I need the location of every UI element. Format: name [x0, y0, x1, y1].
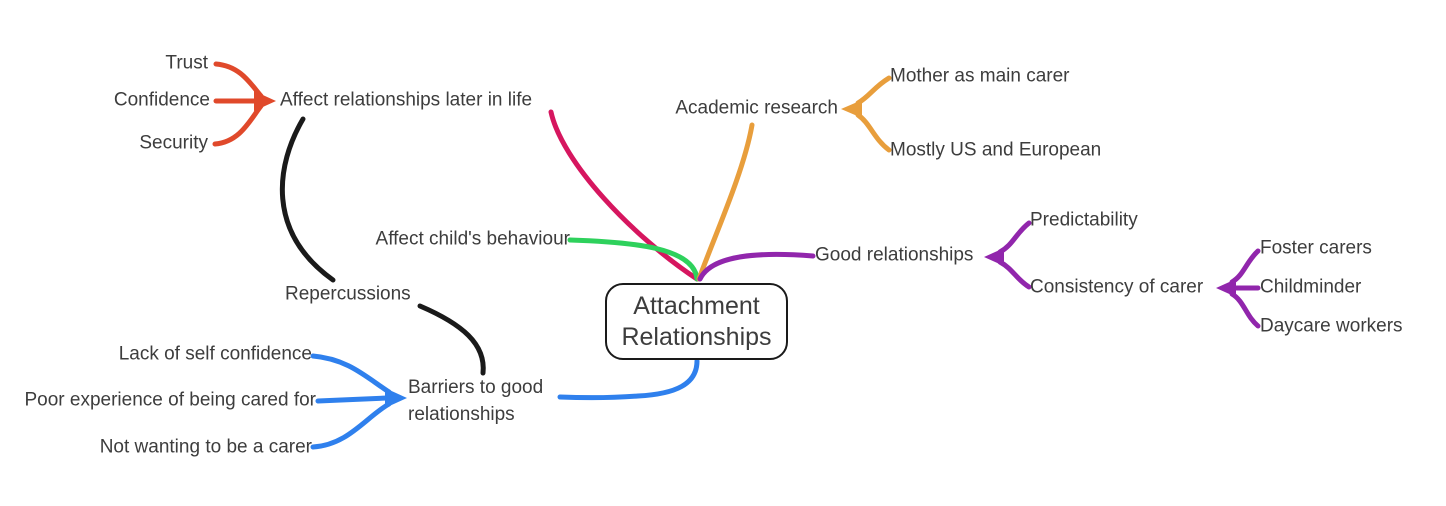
node-good-relationships[interactable]: Good relationships [815, 244, 974, 266]
node-academic-research[interactable]: Academic research [675, 97, 838, 119]
bracket-arrow-barriers [385, 388, 407, 408]
node-affect-childs-behaviour[interactable]: Affect child's behaviour [375, 228, 570, 250]
child-curve-lack-confidence [310, 353, 392, 395]
node-lack-of-self-confidence[interactable]: Lack of self confidence [118, 343, 312, 365]
child-curve-mother [855, 75, 892, 106]
bracket-arrow-affect-later [254, 91, 276, 111]
branch-curve-affect-child [567, 237, 700, 282]
bracket-arrow-academic [841, 100, 862, 118]
branch-curve-barriers [557, 358, 700, 401]
node-confidence[interactable]: Confidence [113, 89, 210, 111]
node-repercussions[interactable]: Repercussions [285, 283, 411, 305]
child-curve-not-wanting [310, 401, 392, 450]
child-curve-trust [213, 61, 264, 99]
node-foster-carers[interactable]: Foster carers [1260, 237, 1372, 259]
child-curve-foster [1229, 248, 1261, 285]
node-not-wanting-to-be-a-carer[interactable]: Not wanting to be a carer [99, 436, 312, 458]
bracket-arrow-consistency [1216, 279, 1236, 297]
child-curve-us-european [855, 112, 892, 153]
node-mother-as-main-carer[interactable]: Mother as main carer [890, 65, 1070, 87]
child-curve-daycare [1229, 291, 1261, 329]
node-childminder[interactable]: Childminder [1260, 276, 1362, 298]
node-poor-experience-of-being-cared-for[interactable]: Poor experience of being cared for [24, 389, 316, 411]
cross-link-curve-lower [417, 303, 486, 376]
node-mostly-us-european[interactable]: Mostly US and European [890, 139, 1102, 161]
node-trust[interactable]: Trust [165, 52, 208, 74]
root-node[interactable]: Attachment Relationships [605, 283, 788, 360]
bracket-arrow-good-relationships [984, 248, 1004, 266]
node-daycare-workers[interactable]: Daycare workers [1260, 315, 1403, 337]
branch-curve-good-relationships [697, 251, 816, 282]
root-node-label: Attachment Relationships [621, 291, 772, 351]
branch-curve-affect-later [548, 109, 700, 282]
cross-link-curve-upper [279, 116, 336, 283]
node-barriers-to-good-relationships[interactable]: Barriers to good relationships [408, 377, 544, 425]
node-security[interactable]: Security [139, 132, 208, 154]
node-consistency-of-carer[interactable]: Consistency of carer [1030, 276, 1204, 298]
child-curve-poor-experience [315, 395, 390, 404]
child-curve-consistency [997, 259, 1032, 290]
branch-curve-academic [696, 122, 755, 282]
node-predictability[interactable]: Predictability [1030, 209, 1138, 231]
child-curve-predictability [997, 220, 1032, 255]
child-curve-security [212, 103, 264, 147]
node-affect-relationships-later[interactable]: Affect relationships later in life [280, 89, 533, 111]
